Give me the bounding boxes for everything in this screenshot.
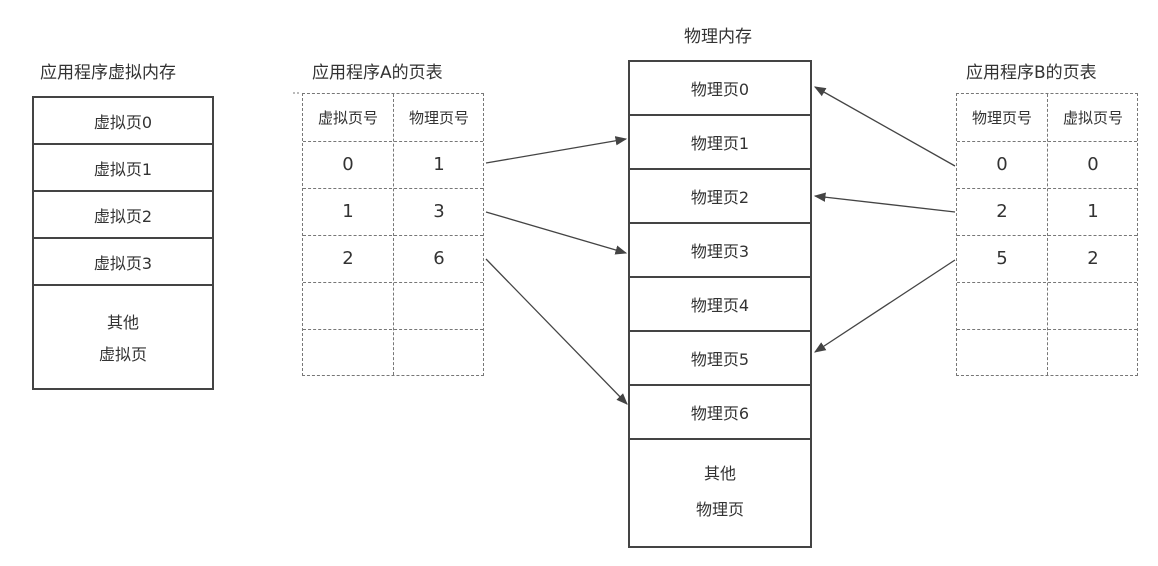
virtual-page-other: 其他 虚拟页	[34, 286, 212, 388]
virtual-memory-title: 应用程序虚拟内存	[40, 63, 176, 83]
page-table-a-cell: 6	[433, 248, 445, 269]
physical-memory-title: 物理内存	[684, 27, 752, 47]
arrow-a-1-to-3	[485, 211, 628, 255]
physical-page-6: 物理页6	[630, 386, 810, 440]
page-table-b: 物理页号 虚拟页号 0 0 2 1 5 2	[956, 93, 1138, 376]
page-table-b-title: 应用程序B的页表	[966, 63, 1097, 83]
page-table-a-cell: 2	[342, 248, 354, 269]
physical-page-5: 物理页5	[630, 332, 810, 386]
virtual-other-line2: 虚拟页	[98, 345, 147, 364]
page-table-a-cell: 0	[342, 154, 354, 175]
physical-page-0: 物理页0	[630, 62, 810, 116]
page-table-a-title: 应用程序A的页表	[312, 63, 443, 83]
page-table-a: 虚拟页号 物理页号 0 1 1 3 2 6	[302, 93, 484, 376]
physical-page-2: 物理页2	[630, 170, 810, 224]
page-table-b-cell: 0	[996, 154, 1008, 175]
page-table-a-cell: 3	[433, 201, 445, 222]
arrow-b-2-to-5	[814, 259, 956, 353]
physical-page-4: 物理页4	[630, 278, 810, 332]
virtual-other-line1: 其他	[106, 313, 139, 332]
physical-other-line2: 物理页	[695, 500, 744, 519]
virtual-memory-block: 虚拟页0 虚拟页1 虚拟页2 虚拟页3 其他 虚拟页	[32, 96, 214, 390]
page-table-b-cell: 5	[996, 248, 1008, 269]
physical-page-3: 物理页3	[630, 224, 810, 278]
page-table-b-header-physical: 物理页号	[971, 109, 1032, 127]
arrow-a-2-to-6	[485, 258, 628, 405]
page-table-b-cell: 2	[1087, 248, 1099, 269]
arrow-b-1-to-2	[813, 192, 956, 213]
virtual-page-2: 虚拟页2	[34, 192, 212, 239]
physical-other-line1: 其他	[703, 464, 736, 483]
page-table-a-cell: 1	[342, 201, 354, 222]
arrow-b-0-to-0	[813, 86, 956, 167]
page-table-b-cell: 1	[1087, 201, 1099, 222]
physical-page-other: 其他 物理页	[630, 434, 810, 546]
virtual-page-3: 虚拟页3	[34, 239, 212, 286]
arrow-a-0-to-1	[485, 136, 628, 164]
physical-memory-block: 物理页0 物理页1 物理页2 物理页3 物理页4 物理页5 物理页6 其他 物理…	[628, 60, 812, 548]
virtual-page-0: 虚拟页0	[34, 98, 212, 145]
page-table-a-header-physical: 物理页号	[408, 109, 469, 127]
virtual-page-1: 虚拟页1	[34, 145, 212, 192]
page-table-a-header-virtual: 虚拟页号	[317, 109, 378, 127]
page-table-b-cell: 2	[996, 201, 1008, 222]
page-table-b-cell: 0	[1087, 154, 1099, 175]
physical-page-1: 物理页1	[630, 116, 810, 170]
page-table-a-cell: 1	[433, 154, 445, 175]
page-table-b-header-virtual: 虚拟页号	[1062, 109, 1123, 127]
